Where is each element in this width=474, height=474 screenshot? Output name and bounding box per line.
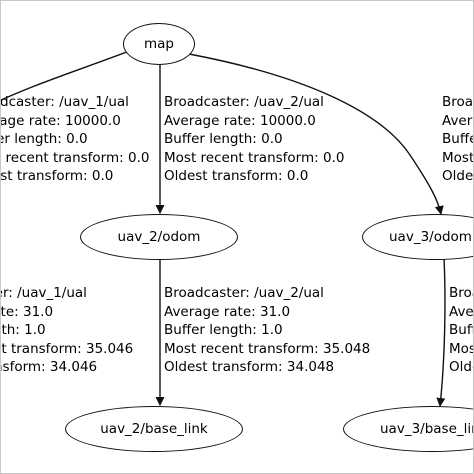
edge-label-line: Oldest transform: 0.0 [0, 168, 114, 184]
edge-label-line: Buffer length: 0.0 [0, 131, 88, 147]
edge-label-line: Oldest transform: 34.046 [0, 359, 98, 375]
node-uav2-base-link: uav_2/base_link [65, 406, 243, 452]
edge-map-to-uav3-odom [188, 53, 444, 215]
edge-uav3-odom-to-base-link [436, 257, 446, 407]
edge-label-line: Most recent transform: 35.046 [0, 340, 134, 357]
edge-label-uav3-odom-base-link: Broadcaster: /uav_3/ual Average rate: 31… [449, 284, 474, 377]
node-uav3-base-link-label: uav_3/base_link [380, 421, 474, 437]
edge-map-to-uav1-odom [0, 49, 133, 102]
edge-label-line: Average rate: 31.0 [449, 303, 474, 320]
edge-label-line: Oldest transform: 34.048 [164, 359, 335, 375]
edge-label-map-uav3-odom: Broadcaster: /uav_3/ual Average rate: 10… [442, 93, 474, 186]
node-map-label: map [144, 36, 174, 52]
edge-label-line: Average rate: 10000.0 [164, 112, 316, 129]
edge-label-line: Buffer length: 1.0 [449, 322, 474, 338]
edge-label-line: Most recent transform: 0.0 [164, 149, 345, 166]
node-map: map [123, 23, 195, 65]
node-uav2-odom: uav_2/odom [80, 214, 238, 260]
edge-label-line: Average rate: 31.0 [164, 303, 291, 320]
edge-label-map-uav2-odom: Broadcaster: /uav_2/ual Average rate: 10… [164, 93, 344, 186]
edge-label-line: Oldest transform: 0.0 [442, 168, 474, 184]
edge-label-line: Oldest transform: 0.0 [164, 168, 309, 184]
edge-label-line: Average rate: 10000.0 [0, 112, 121, 129]
edge-label-line: Broadcaster: /uav_2/ual [164, 94, 324, 110]
edge-label-line: Most recent transform: 0.0 [0, 149, 150, 166]
edge-label-line: Most recent transform: 0.0 [442, 149, 474, 166]
edge-label-line: Buffer length: 0.0 [164, 131, 283, 147]
edge-label-line: Broadcaster: /uav_1/ual [0, 285, 87, 301]
edge-label-uav2-odom-base-link: Broadcaster: /uav_2/ual Average rate: 31… [164, 284, 370, 377]
node-uav2-base-link-label: uav_2/base_link [100, 421, 208, 437]
edge-label-line: Most recent transform: 35.048 [449, 340, 474, 357]
edge-label-map-uav1-odom: Broadcaster: /uav_1/ual Average rate: 10… [0, 93, 149, 186]
edge-label-line: Average rate: 10000.0 [442, 112, 474, 129]
node-uav3-odom-label: uav_3/odom [389, 229, 472, 245]
node-uav2-odom-label: uav_2/odom [117, 229, 201, 245]
edge-label-line: Oldest transform: 34.048 [449, 359, 474, 375]
edge-label-line: Buffer length: 0.0 [442, 131, 474, 147]
edge-label-line: Buffer length: 1.0 [164, 322, 283, 338]
edge-label-line: Broadcaster: /uav_2/ual [164, 285, 324, 301]
edge-label-line: Average rate: 31.0 [0, 303, 54, 320]
edge-label-line: Broadcaster: /uav_1/ual [0, 94, 129, 110]
edge-label-uav1-odom-base-link: Broadcaster: /uav_1/ual Average rate: 31… [0, 284, 133, 377]
edge-label-line: Most recent transform: 35.048 [164, 340, 371, 357]
node-uav3-odom: uav_3/odom [362, 214, 474, 260]
edge-label-line: Broadcaster: /uav_3/ual [449, 285, 474, 301]
edge-label-line: Buffer length: 1.0 [0, 322, 46, 338]
edge-label-line: Broadcaster: /uav_3/ual [442, 94, 474, 110]
